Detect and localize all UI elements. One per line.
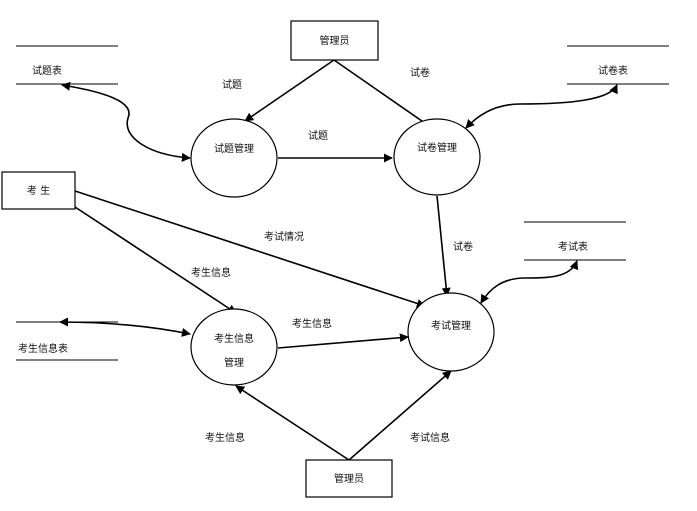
- store-paper-table: 试卷表: [567, 45, 669, 85]
- store-exam-table-label: 考试表: [558, 240, 588, 253]
- flow-examinee-to-info: [74, 206, 237, 314]
- flow-label-admin-to-info: 考生信息: [205, 431, 245, 444]
- flow-admin-to-paper: [333, 59, 433, 129]
- process-paper-mgmt-label: 试卷管理: [417, 141, 457, 154]
- flow-label-admin-to-paper: 试卷: [410, 66, 430, 79]
- process-examinee-info-mgmt-label-line2: 管理: [224, 356, 244, 369]
- process-question-mgmt-label: 试题管理: [214, 142, 254, 155]
- flow-label-admin-to-exam: 考试信息: [410, 431, 450, 444]
- flows: [59, 59, 618, 461]
- entity-admin-bottom: 管理员: [305, 459, 393, 498]
- process-paper-mgmt: 试卷管理: [393, 118, 481, 196]
- flow-label-question-to-paper: 试题: [308, 129, 328, 142]
- flow-info-store-link: [59, 317, 191, 337]
- flow-paper-to-exam: [436, 195, 451, 297]
- flow-exam-store-link: [480, 260, 579, 304]
- store-examinee-info-table: 考生信息表: [16, 321, 118, 361]
- flow-examinee-to-exam: [74, 190, 426, 308]
- entity-admin-bottom-label: 管理员: [334, 472, 364, 485]
- process-exam-mgmt-label: 考试管理: [431, 319, 471, 332]
- flow-label-admin-to-question: 试题: [222, 78, 242, 91]
- entity-examinee-label: 考 生: [27, 184, 50, 197]
- flow-label-examinee-to-info: 考生信息: [191, 266, 231, 279]
- entity-admin-top: 管理员: [290, 20, 379, 61]
- flow-label-info-to-exam: 考生信息: [292, 317, 332, 330]
- store-paper-table-label: 试卷表: [598, 64, 628, 77]
- store-examinee-info-table-label: 考生信息表: [18, 342, 68, 355]
- process-examinee-info-mgmt: 考生信息 管理: [190, 308, 278, 386]
- flow-label-examinee-to-exam: 考试情况: [264, 230, 304, 243]
- store-question-table: 试题表: [16, 45, 118, 85]
- flow-paper-store-link: [465, 84, 618, 129]
- flow-admin-to-info: [235, 385, 350, 461]
- flow-admin-to-question: [244, 59, 335, 122]
- flow-labels: 试题 试卷 试题 试卷 考试情况 考生信息 考生信息 考生信息 考试信息: [191, 66, 473, 444]
- process-exam-mgmt: 考试管理: [407, 292, 495, 372]
- store-question-table-label: 试题表: [32, 64, 62, 77]
- flow-admin-to-exam: [348, 370, 452, 461]
- flow-question-store-link: [61, 81, 191, 162]
- process-question-mgmt: 试题管理: [190, 118, 278, 198]
- flow-label-paper-to-exam: 试卷: [453, 240, 473, 253]
- entity-examinee: 考 生: [1, 171, 76, 210]
- flow-info-to-exam: [277, 333, 409, 349]
- store-exam-table: 考试表: [524, 221, 626, 261]
- process-examinee-info-mgmt-label-line1: 考生信息: [214, 332, 254, 345]
- entity-admin-top-label: 管理员: [320, 34, 350, 47]
